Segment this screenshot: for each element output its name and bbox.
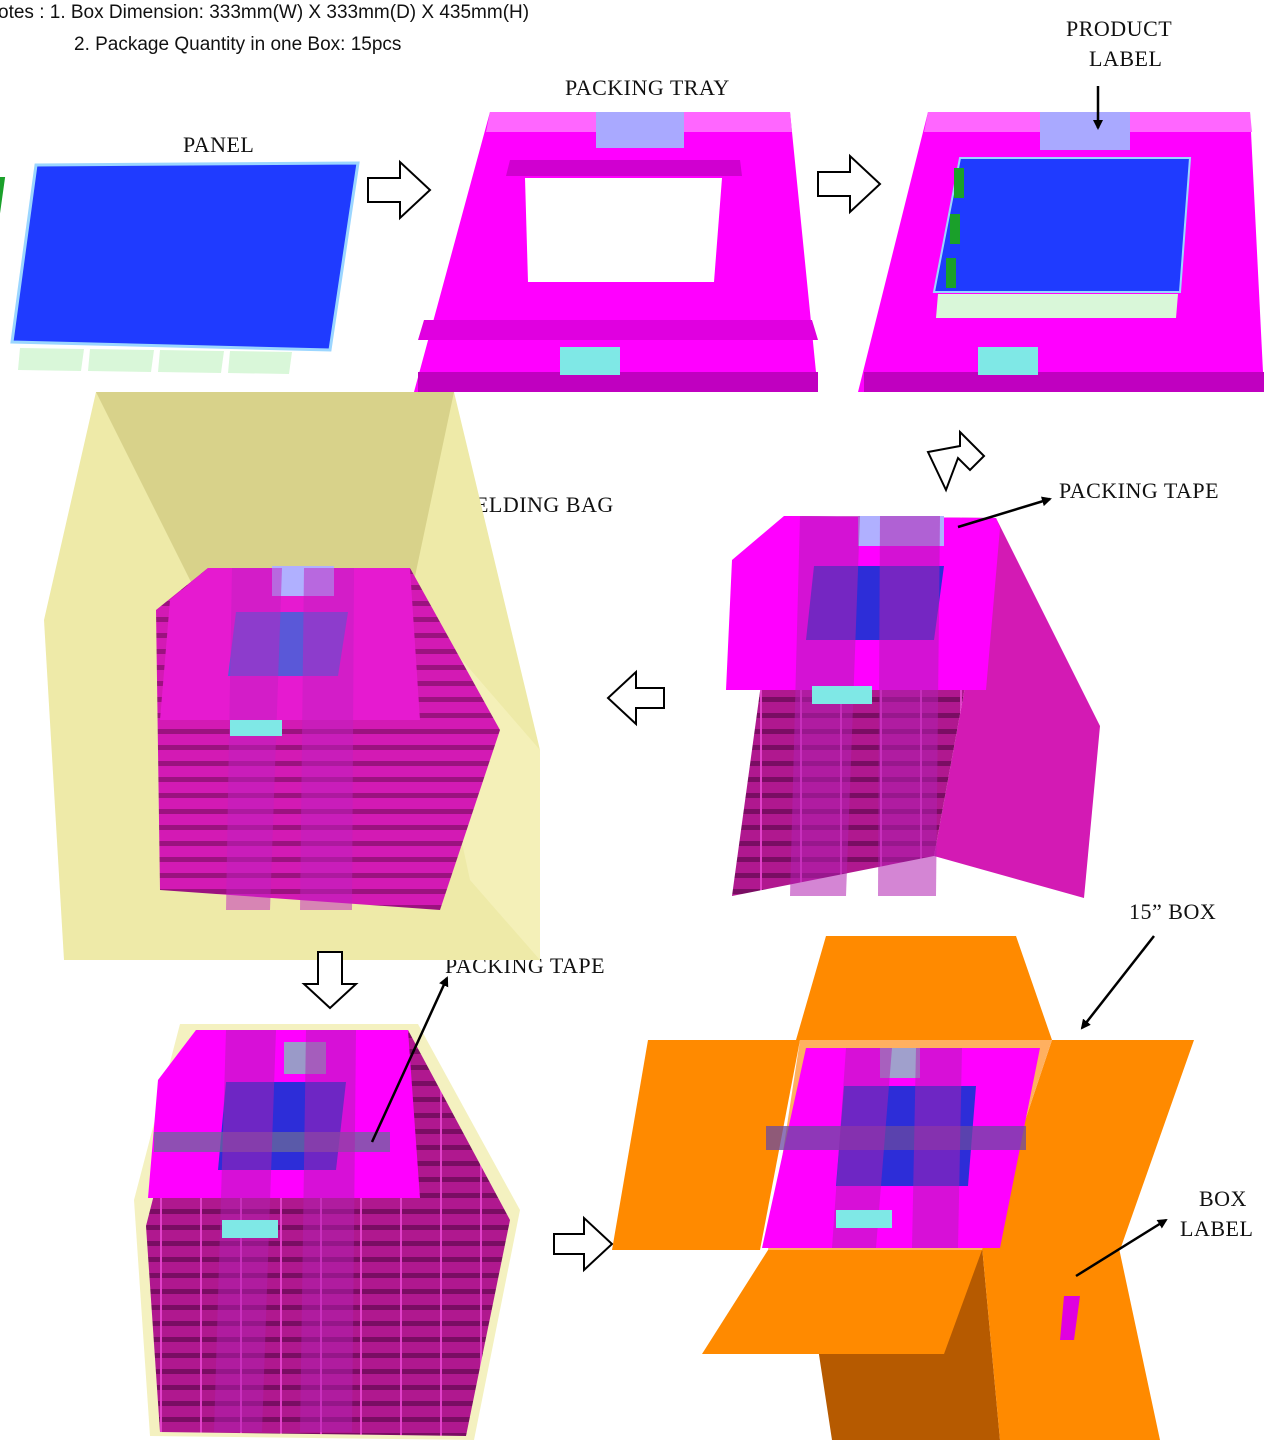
label-product-line2: LABEL (1089, 46, 1163, 71)
label-box-line2: LABEL (1180, 1216, 1254, 1241)
shielding-bag-figure (44, 392, 540, 960)
arrow-step-2 (817, 153, 882, 215)
arrow-step-6 (553, 1215, 614, 1273)
arrow-step-5 (301, 951, 359, 1010)
arrow-step-3 (926, 429, 986, 493)
panel-figure (0, 161, 360, 374)
label-product-line1: PRODUCT (1066, 16, 1173, 41)
arrow-15-box (1080, 935, 1155, 1030)
label-packing-tray: PACKING TRAY (565, 75, 730, 100)
arrow-packing-tape-bottom (370, 976, 449, 1143)
bag-taped-figure (134, 1024, 520, 1440)
note-package-quantity: 2. Package Quantity in one Box: 15pcs (74, 34, 402, 55)
arrow-packing-tape-top (957, 496, 1052, 529)
label-packing-tape-top: PACKING TAPE (1059, 478, 1220, 503)
note-box-dimension: otes : 1. Box Dimension: 333mm(W) X 333m… (0, 2, 530, 23)
tray-stack-figure (726, 516, 1100, 898)
label-box-line1: BOX (1199, 1186, 1247, 1211)
arrow-box-label (1075, 1218, 1168, 1278)
panel-in-tray-figure (858, 112, 1264, 392)
packing-tray-figure (414, 112, 818, 392)
label-15-box: 15” BOX (1129, 899, 1217, 924)
arrow-step-1 (367, 159, 432, 221)
label-panel: PANEL (183, 132, 255, 157)
arrow-step-4 (606, 669, 665, 727)
boxed-figure (612, 936, 1194, 1440)
